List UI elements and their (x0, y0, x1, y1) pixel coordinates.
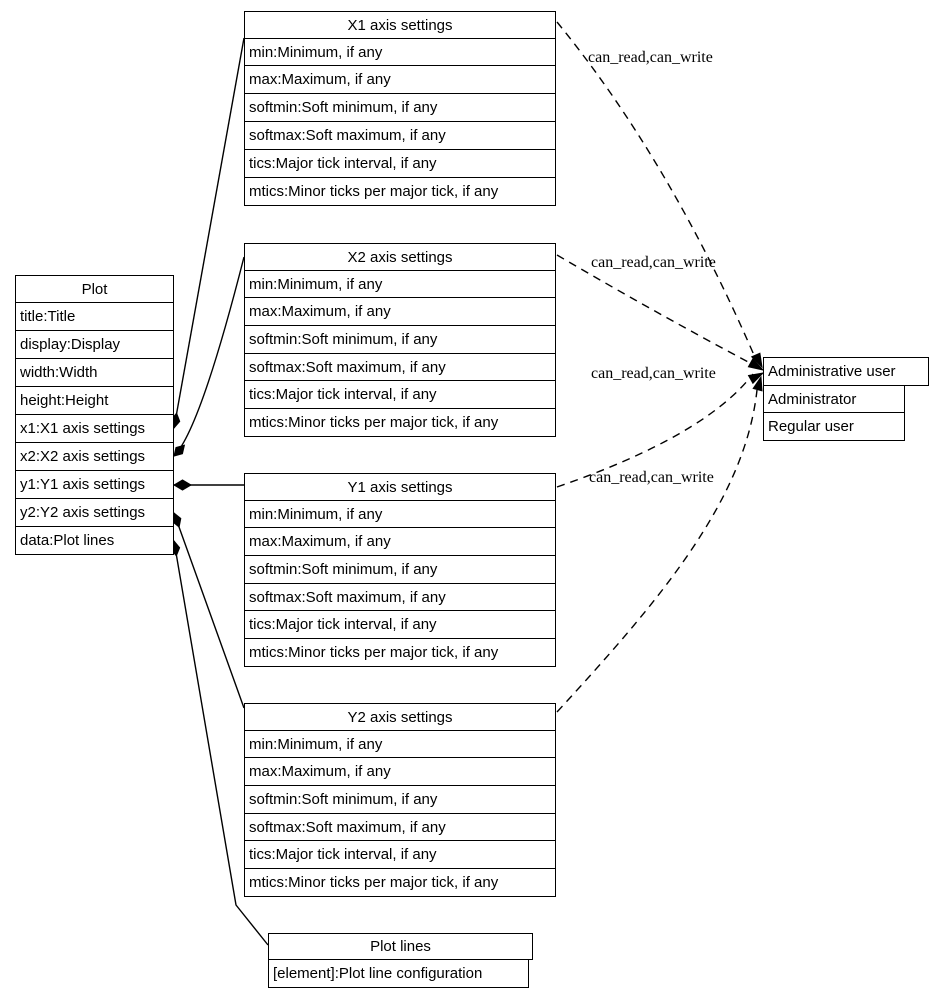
attribute-row: x1:X1 axis settings (15, 413, 174, 443)
arrowhead-icon (747, 357, 765, 371)
attribute-row: softmax:Soft maximum, if any (244, 120, 556, 151)
composition-diamond-icons (170, 412, 192, 557)
attribute-row: mtics:Minor ticks per major tick, if any (244, 867, 556, 898)
class-title-y1-axis-settings: Y1 axis settings (244, 473, 556, 501)
class-box-plot-lines: Plot lines [element]:Plot line configura… (268, 933, 533, 988)
permission-edge-x2 (556, 254, 753, 365)
attribute-row: softmin:Soft minimum, if any (244, 324, 556, 355)
composition-edge-data (173, 540, 269, 946)
attribute-row: Regular user (763, 412, 905, 441)
attribute-row: tics:Major tick interval, if any (244, 610, 556, 640)
permission-edge-y2 (556, 389, 758, 713)
attribute-row: width:Width (15, 357, 174, 387)
attribute-row: max:Maximum, if any (244, 757, 556, 787)
attribute-row: mtics:Minor ticks per major tick, if any (244, 407, 556, 438)
attribute-row: min:Minimum, if any (244, 499, 556, 529)
permission-edges (556, 21, 758, 713)
edge-label-x2-admin: can_read,can_write (591, 254, 716, 271)
attribute-row: Administrator (763, 384, 905, 414)
class-title-administrative-user: Administrative user (763, 357, 929, 386)
arrowhead-icon (747, 372, 765, 385)
attribute-row: softmax:Soft maximum, if any (244, 812, 556, 842)
class-box-y2-axis-settings: Y2 axis settings min:Minimum, if any max… (244, 703, 556, 898)
attribute-row: softmax:Soft maximum, if any (244, 352, 556, 382)
class-title-plot-lines: Plot lines (268, 933, 533, 960)
composition-edge-x1 (173, 37, 245, 429)
composition-diamond-icon (173, 444, 186, 457)
class-title-x2-axis-settings: X2 axis settings (244, 243, 556, 271)
attribute-row: [element]:Plot line configuration (268, 958, 529, 988)
class-title-x1-axis-settings: X1 axis settings (244, 11, 556, 39)
attribute-row: mtics:Minor ticks per major tick, if any (244, 637, 556, 668)
edge-label-x1-admin: can_read,can_write (588, 49, 713, 66)
composition-edge-x2 (173, 256, 245, 457)
attribute-row: display:Display (15, 329, 174, 359)
arrowhead-icon (752, 375, 763, 392)
edge-label-y1-admin: can_read,can_write (591, 365, 716, 382)
attribute-row: min:Minimum, if any (244, 729, 556, 759)
attribute-row: x2:X2 axis settings (15, 441, 174, 471)
attribute-row: max:Maximum, if any (244, 527, 556, 557)
class-box-x2-axis-settings: X2 axis settings min:Minimum, if any max… (244, 243, 556, 438)
attribute-row: max:Maximum, if any (244, 297, 556, 327)
attribute-row: y1:Y1 axis settings (15, 469, 174, 499)
class-box-administrative-user: Administrative user Administrator Regula… (763, 357, 929, 441)
attribute-row: tics:Major tick interval, if any (244, 380, 556, 410)
composition-diamond-icon (173, 479, 192, 491)
composition-edge-y2 (173, 512, 245, 709)
attribute-row: softmin:Soft minimum, if any (244, 93, 556, 123)
attribute-row: tics:Major tick interval, if any (244, 148, 556, 179)
attribute-row: min:Minimum, if any (244, 37, 556, 67)
attribute-row: softmin:Soft minimum, if any (244, 554, 556, 585)
class-title-plot: Plot (15, 275, 174, 303)
class-title-y2-axis-settings: Y2 axis settings (244, 703, 556, 731)
arrowhead-icon (750, 352, 763, 369)
attribute-row: mtics:Minor ticks per major tick, if any (244, 176, 556, 206)
attribute-row: tics:Major tick interval, if any (244, 840, 556, 870)
arrowhead-cluster (747, 352, 765, 392)
attribute-row: y2:Y2 axis settings (15, 497, 174, 527)
attribute-row: height:Height (15, 385, 174, 415)
attribute-row: softmin:Soft minimum, if any (244, 784, 556, 815)
attribute-row: softmax:Soft maximum, if any (244, 582, 556, 612)
attribute-row: max:Maximum, if any (244, 65, 556, 95)
permission-edge-x1 (556, 21, 758, 363)
class-box-x1-axis-settings: X1 axis settings min:Minimum, if any max… (244, 11, 556, 206)
attribute-row: min:Minimum, if any (244, 269, 556, 299)
class-box-plot: Plot title:Title display:Display width:W… (15, 275, 174, 555)
class-box-y1-axis-settings: Y1 axis settings min:Minimum, if any max… (244, 473, 556, 668)
attribute-row: title:Title (15, 301, 174, 331)
edge-label-y2-admin: can_read,can_write (589, 469, 714, 486)
attribute-row: data:Plot lines (15, 525, 174, 555)
